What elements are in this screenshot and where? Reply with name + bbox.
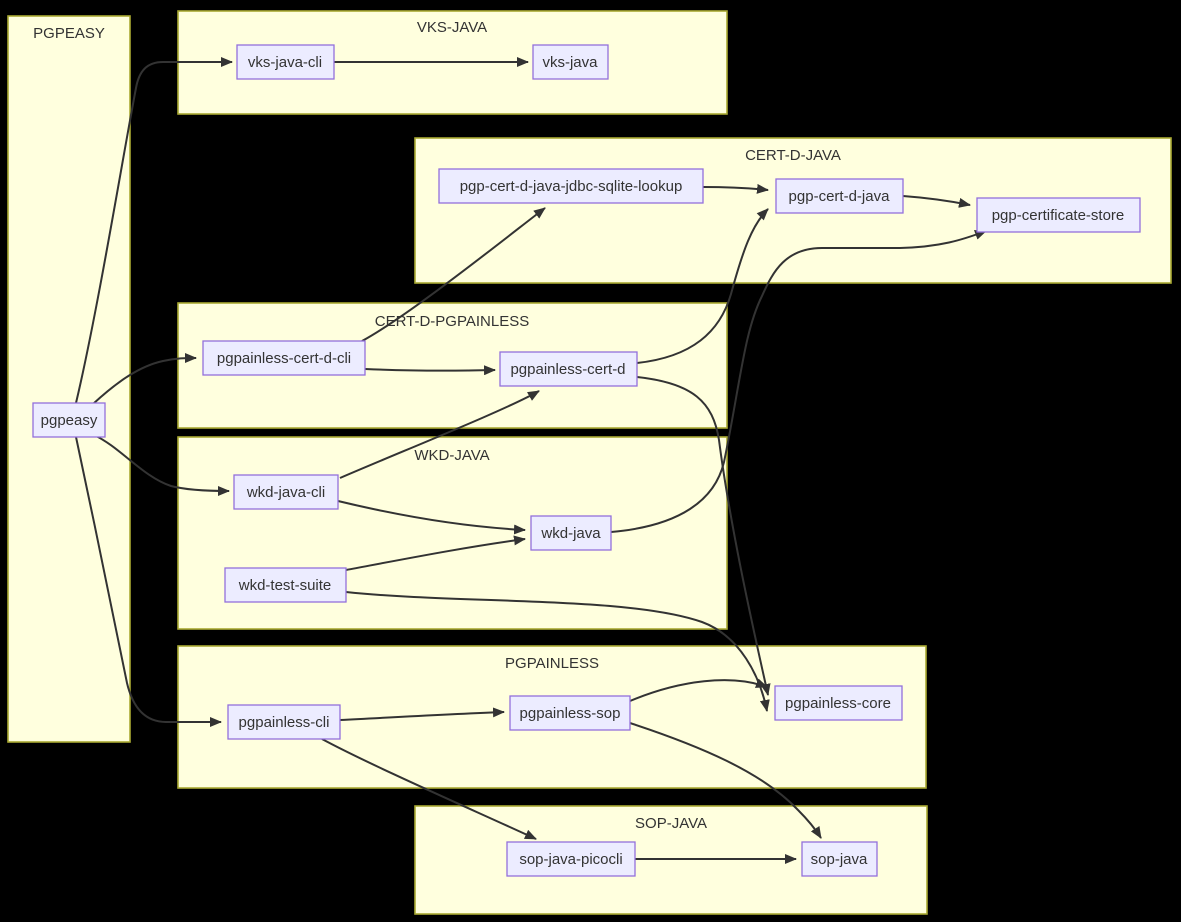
node-sop-java: sop-java — [801, 841, 878, 877]
node-pgpainless-cert-d-cli-box — [202, 340, 366, 376]
node-wkd-test-suite-label: wkd-test-suite — [238, 577, 332, 594]
node-pgpainless-cli: pgpainless-cli — [227, 704, 341, 740]
node-pgpainless-cert-d-label: pgpainless-cert-d — [510, 361, 625, 378]
node-sop-java-picocli-label: sop-java-picocli — [519, 851, 622, 868]
node-pgpainless-cert-d: pgpainless-cert-d — [499, 351, 638, 387]
node-pgpainless-core-label: pgpainless-core — [785, 695, 891, 712]
edge-pgpainless-cert-d-to-pgp-cert-d-java — [636, 208, 769, 364]
edge-wkd-test-suite-to-wkd-java — [345, 535, 526, 571]
node-pgp-cert-d-java-jdbc-sqlite-lookup-label: pgp-cert-d-java-jdbc-sqlite-lookup — [460, 178, 683, 195]
node-pgp-certificate-store-box — [976, 197, 1141, 233]
node-sop-java-box — [801, 841, 878, 877]
edge-pgpainless-cert-d-cli-to-pgp-cert-d-java-jdbc-sqlite-lookup — [361, 207, 546, 342]
node-pgp-cert-d-java-box — [775, 178, 904, 214]
edge-pgpeasy-to-pgpainless-cert-d-cli — [92, 353, 197, 405]
node-vks-java-box — [532, 44, 609, 80]
node-vks-java-cli-box — [236, 44, 335, 80]
node-pgp-certificate-store: pgp-certificate-store — [976, 197, 1141, 233]
clusters: PGPEASY VKS-JAVA CERT-D-JAVA CERT-D-PGPA… — [7, 10, 1172, 915]
node-pgpainless-sop-label: pgpainless-sop — [520, 705, 621, 722]
node-vks-java-cli: vks-java-cli — [236, 44, 335, 80]
edge-pgpainless-cli-to-pgpainless-sop — [339, 707, 505, 721]
node-pgp-cert-d-java-label: pgp-cert-d-java — [789, 188, 891, 205]
edge-pgp-cert-d-java-jdbc-sqlite-lookup-to-pgp-cert-d-java — [702, 183, 769, 194]
node-pgpeasy: pgpeasy — [32, 402, 106, 438]
nodes: pgpeasy vks-java-cli vks-java pgp-cert-d… — [32, 44, 1141, 877]
cluster-pgpeasy-title: PGPEASY — [33, 25, 105, 42]
node-vks-java-label: vks-java — [542, 54, 598, 71]
edge-wkd-java-to-pgp-certificate-store — [610, 230, 987, 533]
node-pgpeasy-box — [32, 402, 106, 438]
edge-pgpainless-cli-to-sop-java-picocli — [321, 738, 537, 840]
cluster-wkd-java-title: WKD-JAVA — [414, 447, 489, 464]
node-wkd-java-cli-label: wkd-java-cli — [246, 484, 325, 501]
node-vks-java-cli-label: vks-java-cli — [248, 54, 322, 71]
cluster-cert-d-pgpainless-title: CERT-D-PGPAINLESS — [375, 313, 529, 330]
node-vks-java: vks-java — [532, 44, 609, 80]
node-pgp-cert-d-java-jdbc-sqlite-lookup: pgp-cert-d-java-jdbc-sqlite-lookup — [438, 168, 704, 204]
node-pgpeasy-label: pgpeasy — [41, 412, 98, 429]
node-pgpainless-cert-d-cli: pgpainless-cert-d-cli — [202, 340, 366, 376]
node-pgpainless-cli-box — [227, 704, 341, 740]
node-pgpainless-sop: pgpainless-sop — [509, 695, 631, 731]
edge-pgp-cert-d-java-to-pgp-certificate-store — [902, 195, 971, 208]
edges — [75, 57, 987, 864]
edge-wkd-java-cli-to-wkd-java — [337, 500, 526, 535]
node-wkd-java-cli: wkd-java-cli — [233, 474, 339, 510]
cluster-cert-d-java-title: CERT-D-JAVA — [745, 147, 841, 164]
node-wkd-test-suite-box — [224, 567, 347, 603]
edge-wkd-java-cli-to-pgpainless-cert-d — [339, 390, 540, 479]
node-pgpainless-core-box — [774, 685, 903, 721]
node-pgpainless-core: pgpainless-core — [774, 685, 903, 721]
node-pgp-certificate-store-label: pgp-certificate-store — [992, 207, 1125, 224]
node-sop-java-label: sop-java — [811, 851, 868, 868]
node-wkd-java-box — [530, 515, 612, 551]
node-pgp-cert-d-java: pgp-cert-d-java — [775, 178, 904, 214]
node-wkd-java: wkd-java — [530, 515, 612, 551]
edge-pgpeasy-to-wkd-java-cli — [93, 434, 230, 496]
edge-pgpeasy-to-vks-java-cli — [75, 57, 233, 404]
node-sop-java-picocli-box — [506, 841, 636, 877]
edge-pgpeasy-to-pgpainless-cli — [75, 436, 222, 727]
cluster-pgpeasy-box — [7, 15, 131, 743]
node-wkd-java-cli-box — [233, 474, 339, 510]
cluster-pgpeasy: PGPEASY — [7, 15, 131, 743]
cluster-vks-java-title: VKS-JAVA — [417, 19, 487, 36]
cluster-sop-java-title: SOP-JAVA — [635, 815, 707, 832]
node-wkd-java-label: wkd-java — [540, 525, 601, 542]
cluster-pgpainless-title: PGPAINLESS — [505, 655, 599, 672]
edge-wkd-test-suite-to-pgpainless-core — [345, 591, 770, 712]
edge-pgpainless-sop-to-pgpainless-core — [629, 678, 768, 702]
node-pgpainless-sop-box — [509, 695, 631, 731]
node-pgpainless-cert-d-cli-label: pgpainless-cert-d-cli — [217, 350, 351, 367]
node-pgpainless-cert-d-box — [499, 351, 638, 387]
node-sop-java-picocli: sop-java-picocli — [506, 841, 636, 877]
edge-pgpainless-sop-to-sop-java — [629, 722, 822, 839]
edge-pgpainless-cert-d-cli-to-pgpainless-cert-d — [364, 365, 496, 376]
node-pgpainless-cli-label: pgpainless-cli — [239, 714, 330, 731]
node-wkd-test-suite: wkd-test-suite — [224, 567, 347, 603]
node-pgp-cert-d-java-jdbc-sqlite-lookup-box — [438, 168, 704, 204]
